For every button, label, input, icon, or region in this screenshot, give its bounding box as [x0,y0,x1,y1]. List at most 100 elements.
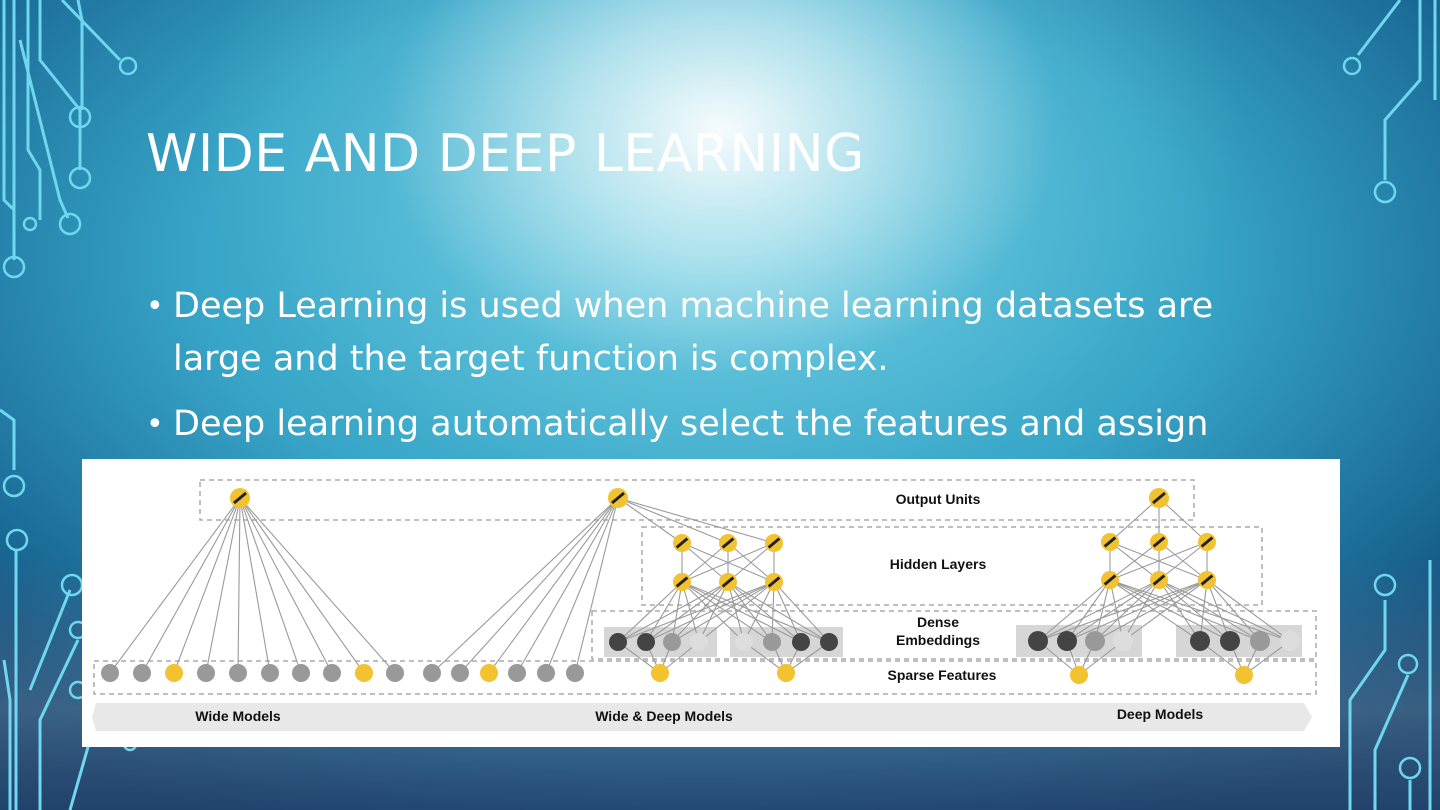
edge [488,497,619,674]
sparse-feature-node [480,664,498,682]
edge [617,581,729,643]
edge [1206,579,1291,642]
edge [671,581,683,643]
edge [1109,579,1231,642]
hidden-unit-node [1198,571,1216,589]
bullet-dot: • [146,407,164,442]
edge [1066,579,1208,642]
edge [1122,579,1160,642]
sparse-feature-node [777,664,795,682]
edge [617,581,775,643]
edge [1094,579,1160,642]
edge [1158,497,1208,543]
edge [1109,541,1160,581]
edge [1158,579,1231,642]
bullet-item: • Deep learning automatically select the… [146,398,1276,451]
embedding-node [1028,631,1048,651]
edge [1109,497,1160,543]
edge [1158,579,1261,642]
sparse-feature-node [651,664,669,682]
hidden-unit-node [1198,533,1216,551]
edge [645,581,729,643]
output-unit-node [608,488,628,508]
hidden-unit-node [1150,571,1168,589]
edge [574,497,619,674]
sparse-features-label: Sparse Features [888,667,997,683]
edge [1206,579,1261,642]
edge [771,581,775,643]
embedding-node [1113,631,1133,651]
output-units-label: Output Units [896,491,981,507]
sparse-feature-node [386,664,404,682]
edge [645,581,775,643]
circuit-decoration-left [0,0,138,810]
bullet-item: • Deep Learning is used when machine lea… [146,280,1276,386]
edge [1094,579,1111,642]
hidden-unit-node [719,534,737,552]
sparse-feature-node [566,664,584,682]
sparse-feature-node [508,664,526,682]
bullet-list: • Deep Learning is used when machine lea… [146,280,1276,463]
hidden-unit-node [719,573,737,591]
embedding-node [1250,631,1270,651]
edge [1037,579,1208,642]
embedding-node [820,633,838,651]
sparse-feature-node [451,664,469,682]
edge [1199,579,1208,642]
sparse-feature-node [292,664,310,682]
edge [1037,579,1111,642]
bullet-text: Deep Learning is used when machine learn… [173,286,1214,379]
edge [1066,579,1111,642]
edge [173,497,241,674]
model-band [92,703,1312,731]
edge [681,542,729,583]
edge [617,497,729,544]
sparse-feature-node [229,664,247,682]
hidden-unit-node [673,573,691,591]
edge [671,581,775,643]
embedding-node [637,633,655,651]
sparse-feature-node [355,664,373,682]
sparse-layer-box [93,660,1317,695]
embeddings-label: Embeddings [896,632,980,648]
edge [459,497,619,674]
edge [1109,579,1291,642]
sparse-feature-node [101,664,119,682]
embedding-node [1190,631,1210,651]
wide-deep-models-label: Wide & Deep Models [595,708,733,724]
edge [239,497,365,674]
circuit-decoration-right [1342,0,1437,810]
edge [727,581,802,643]
sparse-feature-node [165,664,183,682]
embedding-node [792,633,810,651]
edge [1158,541,1208,581]
embedding-node [1220,631,1240,651]
edge [1206,579,1231,642]
edge [727,581,745,643]
sparse-feature-node [261,664,279,682]
edge [1109,579,1201,642]
edge [1109,579,1124,642]
edge [239,497,396,674]
edge [681,542,775,583]
edge [681,581,700,643]
edge [141,497,241,674]
dense-layer-box [591,610,1317,660]
hidden-unit-node [765,534,783,552]
edge [237,497,241,674]
edge [727,542,775,583]
edge [1109,579,1261,642]
diagram-svg: Output Units Hidden Layers Dense Embeddi… [92,479,1317,731]
output-unit-node [1149,488,1169,508]
slide-title: WIDE AND DEEP LEARNING [146,124,865,184]
embedding-node [1057,631,1077,651]
edge [516,497,619,674]
edge [431,497,619,674]
embedding-node [609,633,627,651]
edge [109,497,241,674]
edge [681,581,830,643]
edge [1094,579,1208,642]
sparse-feature-node [323,664,341,682]
edge [239,497,333,674]
